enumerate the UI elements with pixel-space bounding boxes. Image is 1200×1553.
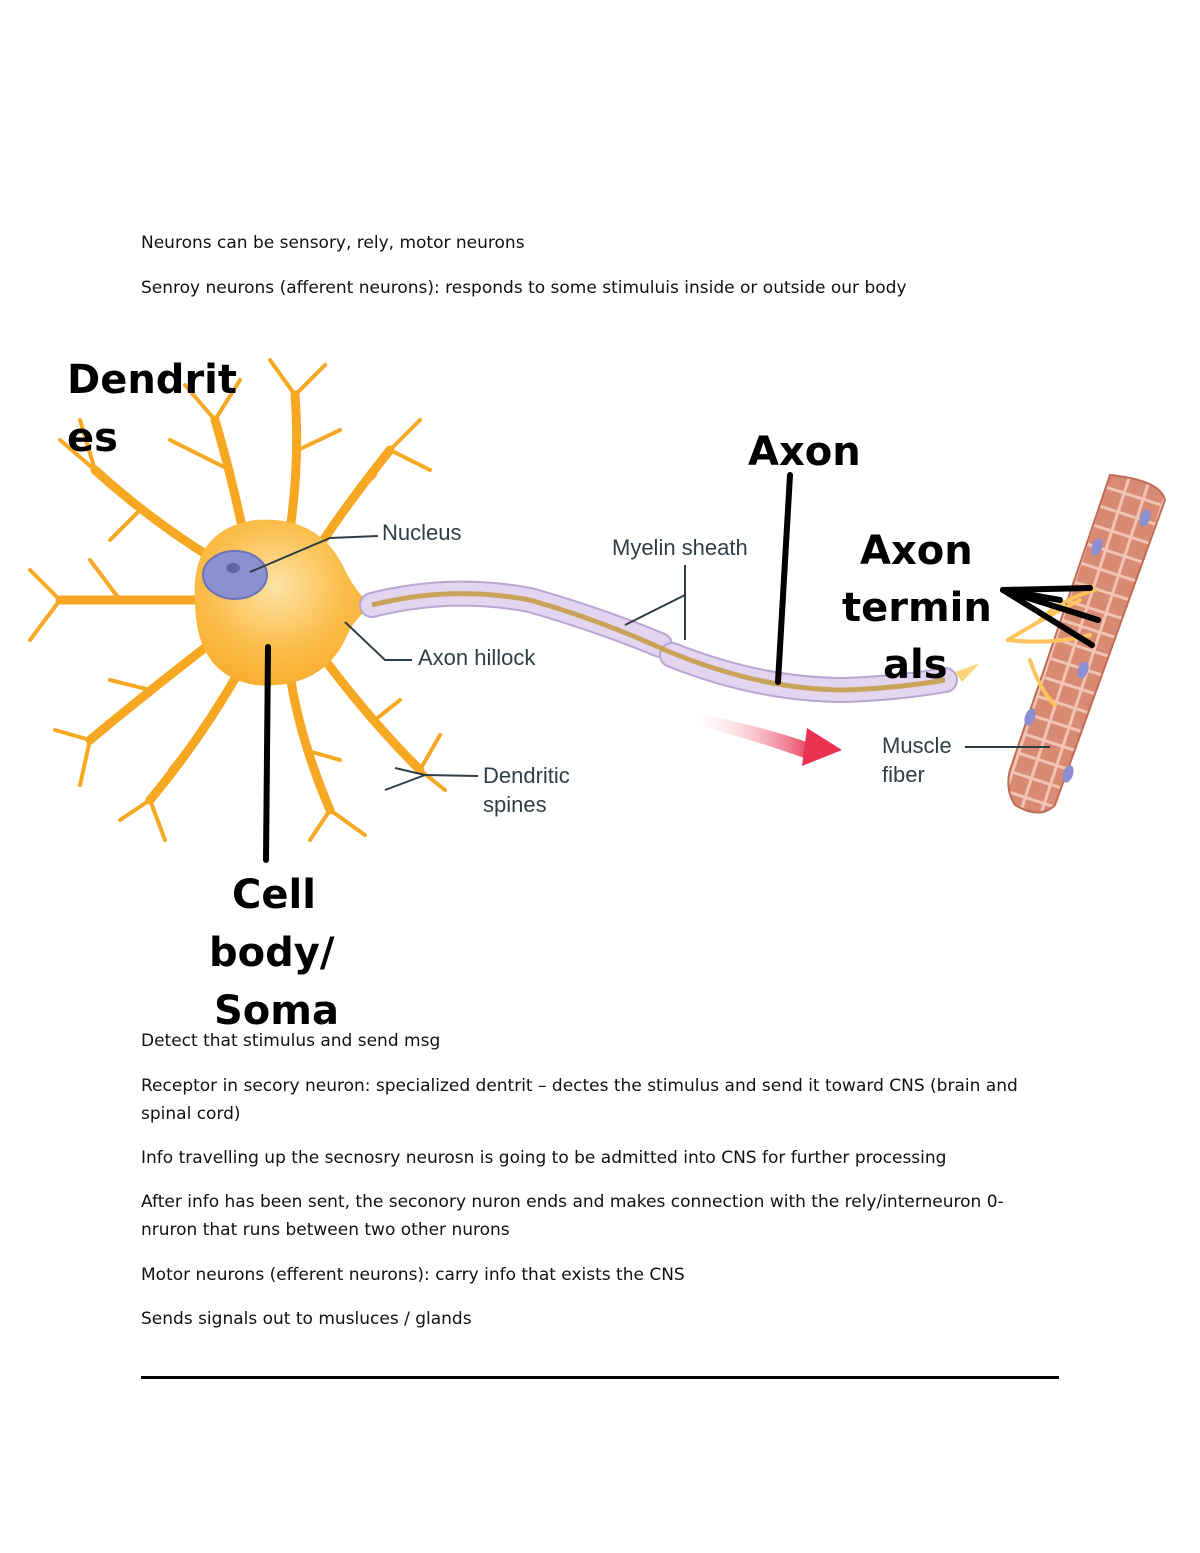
annotation-axon-terminals-2: termin [842,585,992,631]
label-muscle-fiber-1: Muscle [882,733,952,758]
body-paragraph-3: Info travelling up the secnosry neurosn … [141,1148,947,1168]
body-paragraph-4: After info has been sent, the seconory n… [141,1192,1004,1240]
body-paragraph-2: Receptor in secory neuron: specialized d… [141,1076,1018,1124]
body-paragraph-5: Motor neurons (efferent neurons): carry … [141,1265,685,1285]
label-dendritic-spines-1: Dendritic [483,763,570,788]
annotation-axon: Axon [748,429,861,475]
dendrites [28,358,447,842]
label-muscle-fiber-2: fiber [882,762,925,787]
label-axon-hillock: Axon hillock [418,645,536,670]
axon-pointer [775,472,793,685]
annotation-dendrites-2: es [67,415,118,461]
annotation-dendrites-1: Dendrit [67,357,237,403]
annotation-cell-body-2: body/ [209,930,335,976]
intro-line-2: Senroy neurons (afferent neurons): respo… [141,278,907,298]
annotation-cell-body-3: Soma [214,988,339,1034]
annotation-axon-terminals-3: als [883,642,948,688]
axon [359,580,958,704]
nucleus [202,550,268,600]
annotation-cell-body-1: Cell [232,872,316,918]
cell-body-pointer [263,644,271,863]
horizontal-rule [141,1376,1059,1379]
cell-body [194,519,375,686]
label-myelin-sheath: Myelin sheath [612,535,748,560]
body-paragraph-6: Sends signals out to musluces / glands [141,1309,472,1329]
annotation-pointers [263,472,1101,863]
label-nucleus: Nucleus [382,520,461,545]
label-leaders [249,535,1050,791]
label-dendritic-spines-2: spines [483,792,547,817]
signal-direction-arrow [685,712,842,766]
body-paragraph-1: Detect that stimulus and send msg [141,1031,441,1051]
intro-line-1: Neurons can be sensory, rely, motor neur… [141,233,525,253]
annotation-axon-terminals-1: Axon [860,528,973,574]
